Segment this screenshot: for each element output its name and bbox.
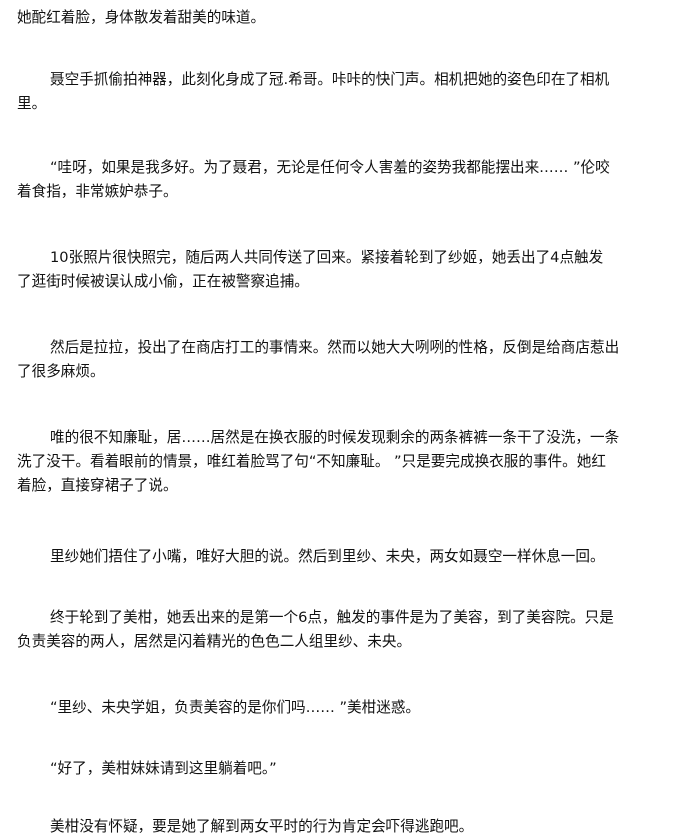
- text-line: 她酡红着脸，身体散发着甜美的味道。: [17, 9, 266, 26]
- paragraph-10: “好了，美柑妹妹请到这里躺着吧。”: [17, 757, 697, 781]
- text-line: 了逛街时候被误认成小偷，正在被警察追捕。: [17, 273, 309, 290]
- text-line: 然后是拉拉，投出了在商店打工的事情来。然而以她大大咧咧的性格，反倒是给商店惹出: [50, 339, 620, 356]
- text-line: 着脸，直接穿裙子了说。: [17, 477, 178, 494]
- paragraph-7: 里纱她们捂住了小嘴，唯好大胆的说。然后到里纱、未央，两女如聂空一样休息一回。: [17, 545, 697, 569]
- text-line: 着食指，非常嫉妒恭子。: [17, 183, 178, 200]
- text-line: 聂空手抓偷拍神器，此刻化身成了冠.希哥。咔咔的快门声。相机把她的姿色印在了相机: [50, 71, 610, 88]
- paragraph-2: 聂空手抓偷拍神器，此刻化身成了冠.希哥。咔咔的快门声。相机把她的姿色印在了相机 …: [17, 68, 697, 116]
- paragraph-1: 她酡红着脸，身体散发着甜美的味道。: [17, 6, 697, 30]
- paragraph-3: “哇呀，如果是我多好。为了聂君，无论是任何令人害羞的姿势我都能摆出来…… ”伦咬…: [17, 156, 697, 204]
- paragraph-5: 然后是拉拉，投出了在商店打工的事情来。然而以她大大咧咧的性格，反倒是给商店惹出 …: [17, 336, 697, 384]
- paragraph-11: 美柑没有怀疑，要是她了解到两女平时的行为肯定会吓得逃跑吧。: [17, 815, 697, 839]
- text-line: 负责美容的两人，居然是闪着精光的色色二人组里纱、未央。: [17, 633, 412, 650]
- text-line: 了很多麻烦。: [17, 363, 105, 380]
- text-line: “哇呀，如果是我多好。为了聂君，无论是任何令人害羞的姿势我都能摆出来…… ”伦咬: [50, 159, 610, 176]
- text-line: 终于轮到了美柑，她丢出来的是第一个6点，触发的事件是为了美容，到了美容院。只是: [50, 609, 614, 626]
- paragraph-8: 终于轮到了美柑，她丢出来的是第一个6点，触发的事件是为了美容，到了美容院。只是 …: [17, 606, 697, 654]
- paragraph-6: 唯的很不知廉耻，居……居然是在换衣服的时候发现剩余的两条裤裤一条干了没洗，一条 …: [17, 426, 697, 498]
- text-line: 美柑没有怀疑，要是她了解到两女平时的行为肯定会吓得逃跑吧。: [50, 818, 474, 835]
- paragraph-4: 10张照片很快照完，随后两人共同传送了回来。紧接着轮到了纱姬，她丢出了4点触发 …: [17, 246, 697, 294]
- text-line: 里。: [17, 95, 47, 112]
- text-line: 唯的很不知廉耻，居……居然是在换衣服的时候发现剩余的两条裤裤一条干了没洗，一条: [50, 429, 620, 446]
- text-line: “好了，美柑妹妹请到这里躺着吧。”: [50, 760, 277, 777]
- text-line: “里纱、未央学姐，负责美容的是你们吗…… ”美柑迷惑。: [50, 699, 421, 716]
- paragraph-9: “里纱、未央学姐，负责美容的是你们吗…… ”美柑迷惑。: [17, 696, 697, 720]
- text-line: 洗了没干。看着眼前的情景，唯红着脸骂了句“不知廉耻。 ”只是要完成换衣服的事件。…: [17, 453, 606, 470]
- text-line: 里纱她们捂住了小嘴，唯好大胆的说。然后到里纱、未央，两女如聂空一样休息一回。: [50, 548, 605, 565]
- text-line: 10张照片很快照完，随后两人共同传送了回来。紧接着轮到了纱姬，她丢出了4点触发: [50, 249, 604, 266]
